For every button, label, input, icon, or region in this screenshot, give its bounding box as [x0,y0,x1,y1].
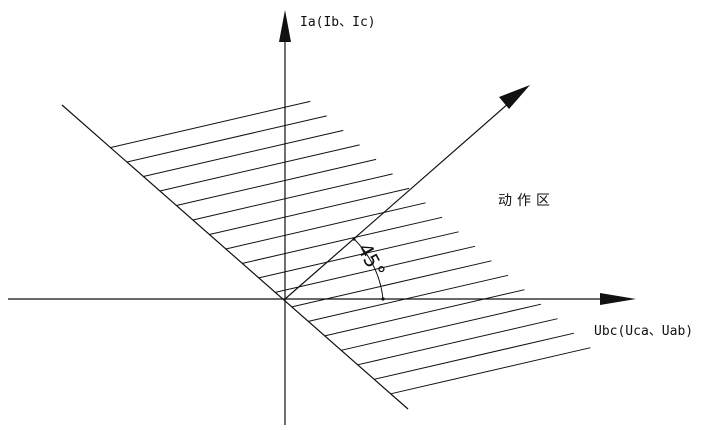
x-axis-label: Ubc(Uca、Uab) [594,324,694,339]
hatch-line [143,129,344,177]
angle-arc-tick [352,237,356,241]
hatch-line [126,115,327,163]
hatch-line [324,289,525,337]
operating-region-hatching [110,100,591,395]
hatch-line [209,187,410,235]
max-sensitivity-line [284,102,510,300]
hatch-line [225,202,426,250]
x-axis-arrowhead [600,293,636,305]
hatch-line [357,318,558,366]
hatch-line [308,274,509,322]
y-axis-arrowhead [279,10,291,42]
hatch-line [110,100,311,149]
operating-region-label: 动作区 [498,193,555,209]
hatch-line [159,144,360,192]
hatch-line [192,173,393,221]
max-sensitivity-arrowhead [499,85,530,109]
hatch-line [242,216,443,264]
hatch-line [291,260,492,308]
y-axis-label: Ia(Ib、Ic) [300,15,376,30]
hatch-line [341,303,542,351]
hatch-line [176,158,377,206]
boundary-line [61,104,409,410]
angle-arc-tick [381,297,385,301]
hatch-line [258,231,459,279]
angle-arc [353,238,384,300]
hatch-line [390,347,591,395]
hatch-line [374,332,575,380]
